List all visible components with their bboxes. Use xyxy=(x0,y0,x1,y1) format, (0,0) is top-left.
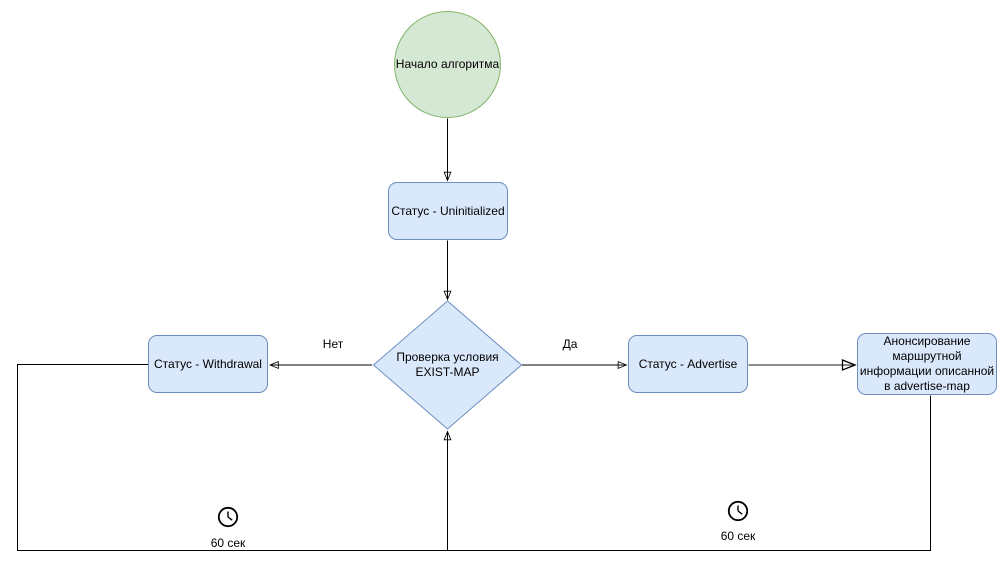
edge-advertise-map-return-loop xyxy=(447,395,931,551)
decision-node-label: Проверка условия EXIST-MAP xyxy=(396,350,499,379)
status-advertise-label: Статус - Advertise xyxy=(638,356,738,371)
decision-node-shape xyxy=(372,300,523,430)
start-node: Начало алгоритма xyxy=(394,11,501,118)
timer-label-right: 60 сек xyxy=(720,529,756,543)
status-advertise-node: Статус - Advertise xyxy=(628,335,748,393)
edge-label-yes: Да xyxy=(562,337,578,351)
status-withdrawal-node: Статус - Withdrawal xyxy=(148,335,268,393)
timer-clock-icon-right xyxy=(727,500,749,522)
status-withdrawal-label: Статус - Withdrawal xyxy=(154,356,262,371)
advertise-map-node: Анонсирование маршрутной информации опис… xyxy=(857,333,997,395)
advertise-map-label: Анонсирование маршрутной информации опис… xyxy=(859,334,995,393)
timer-clock-icon-left xyxy=(217,506,239,528)
timer-label-left: 60 сек xyxy=(210,536,246,550)
edge-label-no: Нет xyxy=(322,337,344,351)
edge-withdrawal-return-loop xyxy=(17,364,448,551)
start-node-label: Начало алгоритма xyxy=(395,57,500,71)
status-uninitialized-label: Статус - Uninitialized xyxy=(391,203,505,218)
status-uninitialized-node: Статус - Uninitialized xyxy=(388,182,508,240)
